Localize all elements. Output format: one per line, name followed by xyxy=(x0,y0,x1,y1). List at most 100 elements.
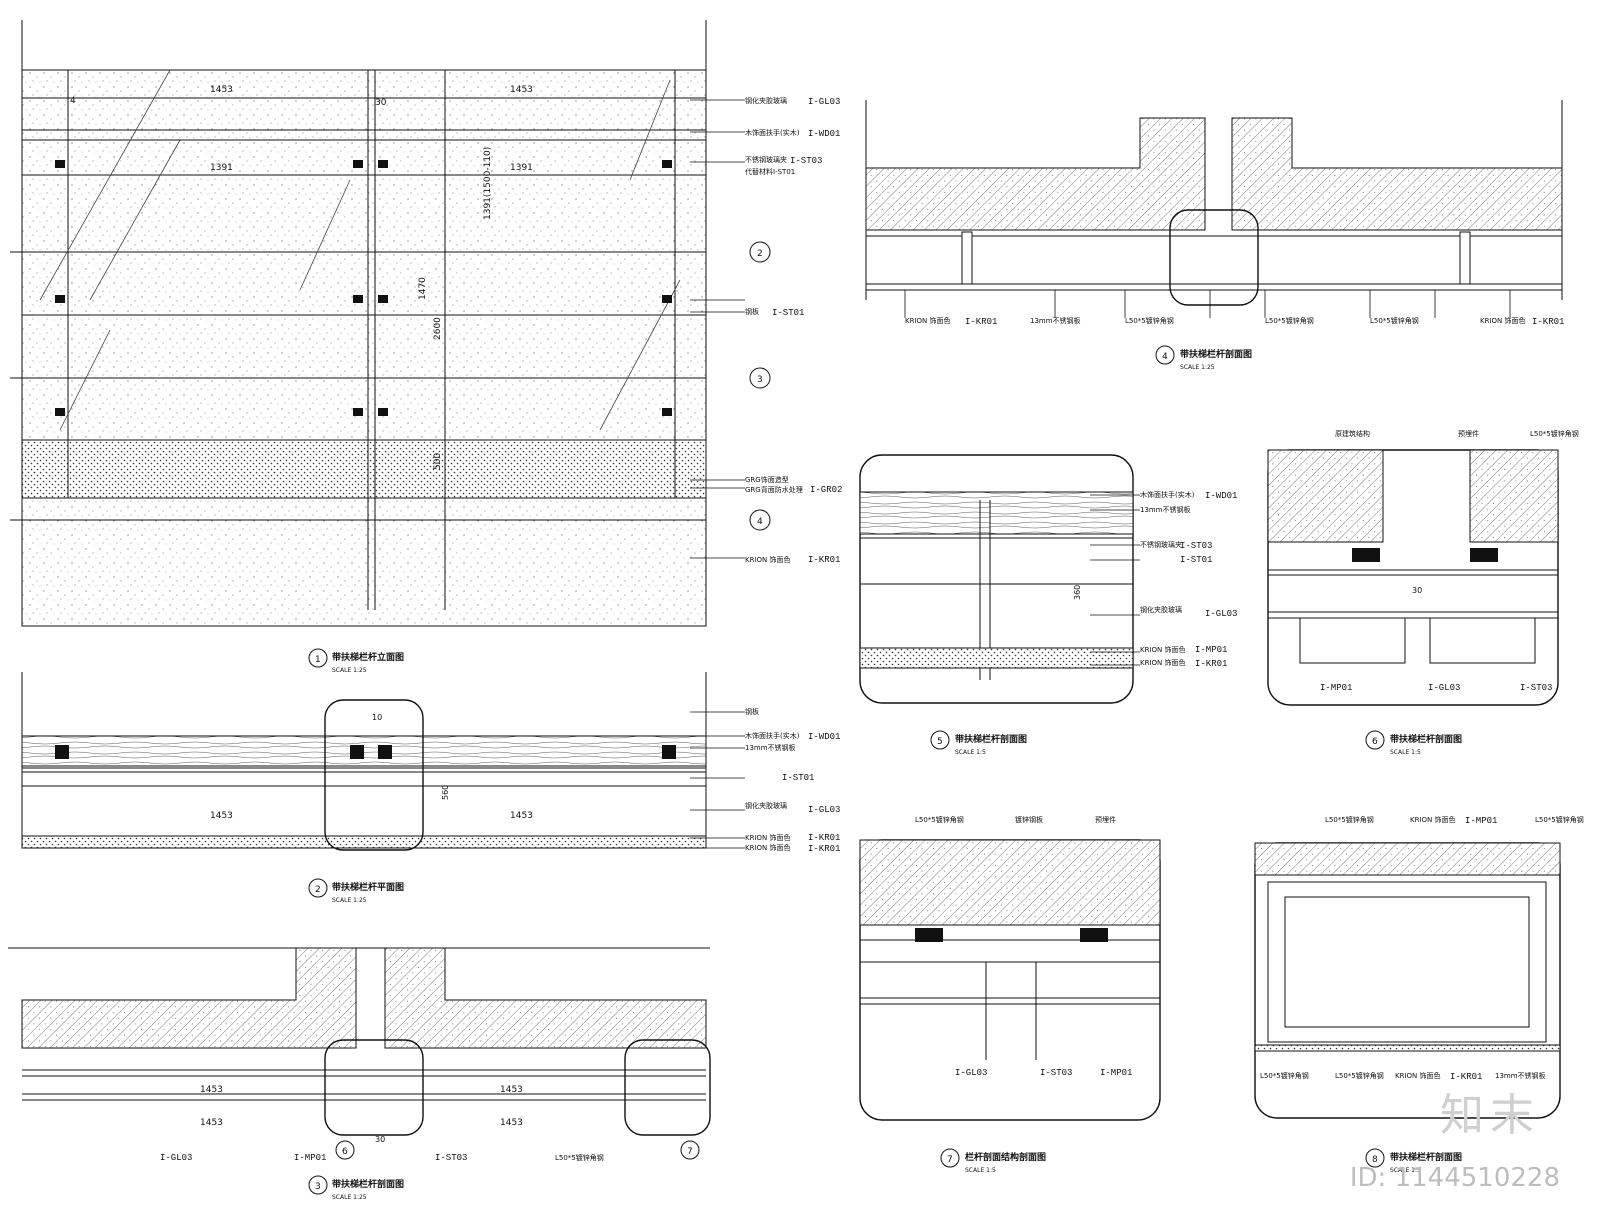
title-3: 带扶梯栏杆剖面图 xyxy=(332,1178,404,1190)
tag-st03: I-ST03 xyxy=(790,156,822,166)
view-8-detail: L50*5镀锌角钢 KRION 饰面色 I-MP01 L50*5镀锌角钢 L50… xyxy=(1254,815,1584,1174)
label-bracket: 钢板 xyxy=(745,307,759,316)
title-7: 栏杆剖面结构剖面图 xyxy=(965,1151,1046,1163)
section-marker-4: 4 xyxy=(757,517,763,527)
view-4-section: KRION 饰面色 I-KR01 13mm不锈钢板 L50*5镀锌角钢 L50*… xyxy=(865,100,1564,371)
dim-1391-1500: 1391(1500-110) xyxy=(483,147,493,220)
v6-label-embedded: 预埋件 xyxy=(1458,429,1479,438)
v5-tag-mp01: I-MP01 xyxy=(1195,645,1227,655)
plan-label-board: 13mm不锈钢板 xyxy=(745,743,796,752)
dim-1453-sec-a: 1453 xyxy=(200,1085,223,1095)
view-2-plan: 1453 1453 10 560 钢板 木饰面扶手(实木) I-WD01 13m… xyxy=(21,672,840,904)
v4-label-13mm: 13mm不锈钢板 xyxy=(1030,316,1081,325)
plan-tag-kr01-a: I-KR01 xyxy=(808,833,840,843)
dim-1453-sec-b: 1453 xyxy=(500,1085,523,1095)
v4-label-krion-b: KRION 饰面色 xyxy=(1480,316,1526,325)
v4-tag-kr01-a: I-KR01 xyxy=(965,317,997,327)
v5-tag-gl03: I-GL03 xyxy=(1205,609,1237,619)
v5-tag-st03: I-ST03 xyxy=(1180,541,1212,551)
section-marker-3: 3 xyxy=(757,375,763,385)
v5-label-glass: 钢化夹胶玻璃 xyxy=(1140,605,1182,614)
tag-kr01: I-KR01 xyxy=(808,555,840,565)
v5-tag-st01: I-ST01 xyxy=(1180,555,1212,565)
v5-dim-360: 360 xyxy=(1073,585,1082,600)
title-marker-1: 1 xyxy=(315,655,321,665)
v4-tag-kr01-b: I-KR01 xyxy=(1532,317,1564,327)
v4-label-l50-c: L50*5镀锌角钢 xyxy=(1370,316,1419,325)
dim-30: 30 xyxy=(375,98,387,108)
scale-3: SCALE 1:25 xyxy=(332,1194,367,1201)
label-steel-clamp: 不锈钢玻璃夹 xyxy=(745,155,787,164)
title-marker-7: 7 xyxy=(947,1155,953,1165)
v8-label-13mm: 13mm不锈钢板 xyxy=(1495,1071,1546,1080)
plan-tag-gl03: I-GL03 xyxy=(808,805,840,815)
title-marker-6: 6 xyxy=(1372,737,1378,747)
title-marker-4: 4 xyxy=(1162,352,1168,362)
v7-label-l50: L50*5镀锌角钢 xyxy=(915,815,964,824)
v4-label-l50-a: L50*5镀锌角钢 xyxy=(1125,316,1174,325)
plan-tag-kr01-b: I-KR01 xyxy=(808,844,840,854)
plan-label-wood: 木饰面扶手(实木) xyxy=(745,731,800,740)
scale-4: SCALE 1:25 xyxy=(1180,364,1215,371)
sec-tag-gl03: I-GL03 xyxy=(160,1153,192,1163)
dim-1453-sec-c: 1453 xyxy=(200,1118,223,1128)
v8-label-krion: KRION 饰面色 xyxy=(1410,815,1456,824)
section-marker-2: 2 xyxy=(757,249,763,259)
sec-tag-mp01: I-MP01 xyxy=(294,1153,326,1163)
dim-10: 10 xyxy=(372,713,382,722)
label-grg: GRG饰面造型 xyxy=(745,475,789,484)
plan-label-krion-a: KRION 饰面色 xyxy=(745,833,791,842)
v5-label-krion-a: KRION 饰面色 xyxy=(1140,645,1186,654)
title-marker-3: 3 xyxy=(315,1182,321,1192)
v6-dim-30: 30 xyxy=(1412,586,1422,595)
v8-label-l50-d: L50*5镀锌角钢 xyxy=(1335,1071,1384,1080)
v8-label-krion-b: KRION 饰面色 xyxy=(1395,1071,1441,1080)
scale-8: SCALE 1:5 xyxy=(1390,1167,1421,1174)
v4-label-l50-b: L50*5镀锌角钢 xyxy=(1265,316,1314,325)
v7-label-plate: 镀锌钢板 xyxy=(1015,815,1043,824)
label-krion: KRION 饰面色 xyxy=(745,555,791,564)
v6-tag-st03: I-ST03 xyxy=(1520,683,1552,693)
plan-label-glass: 钢化夹胶玻璃 xyxy=(745,801,787,810)
v5-tag-kr01: I-KR01 xyxy=(1195,659,1227,669)
v4-label-krion-a: KRION 饰面色 xyxy=(905,316,951,325)
brand-watermark: 知末 xyxy=(1440,1090,1540,1141)
dim-1453-b: 1453 xyxy=(510,85,533,95)
tag-gr02: I-GR02 xyxy=(810,485,842,495)
sec-marker-7: 7 xyxy=(687,1147,693,1157)
view-3-section: 1453 1453 1453 1453 30 I-GL03 I-MP01 I-S… xyxy=(8,947,711,1201)
v8-label-l50-c: L50*5镀锌角钢 xyxy=(1260,1071,1309,1080)
v8-tag-kr01: I-KR01 xyxy=(1450,1072,1482,1082)
v6-tag-gl03: I-GL03 xyxy=(1428,683,1460,693)
dim-1470: 1470 xyxy=(418,277,428,300)
title-1: 带扶梯栏杆立面图 xyxy=(332,651,404,663)
v5-label-13mm: 13mm不锈钢板 xyxy=(1140,505,1191,514)
tag-gl03: I-GL03 xyxy=(808,97,840,107)
title-2: 带扶梯栏杆平面图 xyxy=(332,881,404,893)
title-8: 带扶梯栏杆剖面图 xyxy=(1390,1151,1462,1163)
label-grg2: GRG背面防水处理 xyxy=(745,485,803,494)
dim-1453-plan-a: 1453 xyxy=(210,811,233,821)
dim-500: 500 xyxy=(433,453,443,470)
dim-4: 4 xyxy=(70,96,76,106)
sec-tag-st03: I-ST03 xyxy=(435,1153,467,1163)
v7-tag-gl03: I-GL03 xyxy=(955,1068,987,1078)
sec-label-l50: L50*5镀锌角钢 xyxy=(555,1153,604,1162)
view-6-detail: 原建筑结构 预埋件 L50*5镀锌角钢 30 I-MP01 I-GL03 I-S… xyxy=(1267,429,1579,756)
v8-label-l50-a: L50*5镀锌角钢 xyxy=(1325,815,1374,824)
scale-6: SCALE 1:5 xyxy=(1390,749,1421,756)
tag-st01: I-ST01 xyxy=(772,308,804,318)
title-marker-5: 5 xyxy=(937,737,943,747)
scale-5: SCALE 1:5 xyxy=(955,749,986,756)
v5-label-krion-b: KRION 饰面色 xyxy=(1140,658,1186,667)
image-id-watermark: ID: 1144510228 xyxy=(1349,1163,1560,1193)
v8-tag-mp01: I-MP01 xyxy=(1465,816,1497,826)
scale-7: SCALE 1:5 xyxy=(965,1167,996,1174)
v5-tag-wd01: I-WD01 xyxy=(1205,491,1237,501)
view-5-detail: 木饰面扶手(实木) I-WD01 13mm不锈钢板 不锈钢玻璃夹 I-ST03 … xyxy=(859,454,1237,756)
code-st01-ref: 代替材料I-ST01 xyxy=(745,167,795,176)
v5-label-clamp: 不锈钢玻璃夹 xyxy=(1140,540,1182,549)
plan-label-bracket: 钢板 xyxy=(745,707,759,716)
sec-marker-6: 6 xyxy=(342,1147,348,1157)
